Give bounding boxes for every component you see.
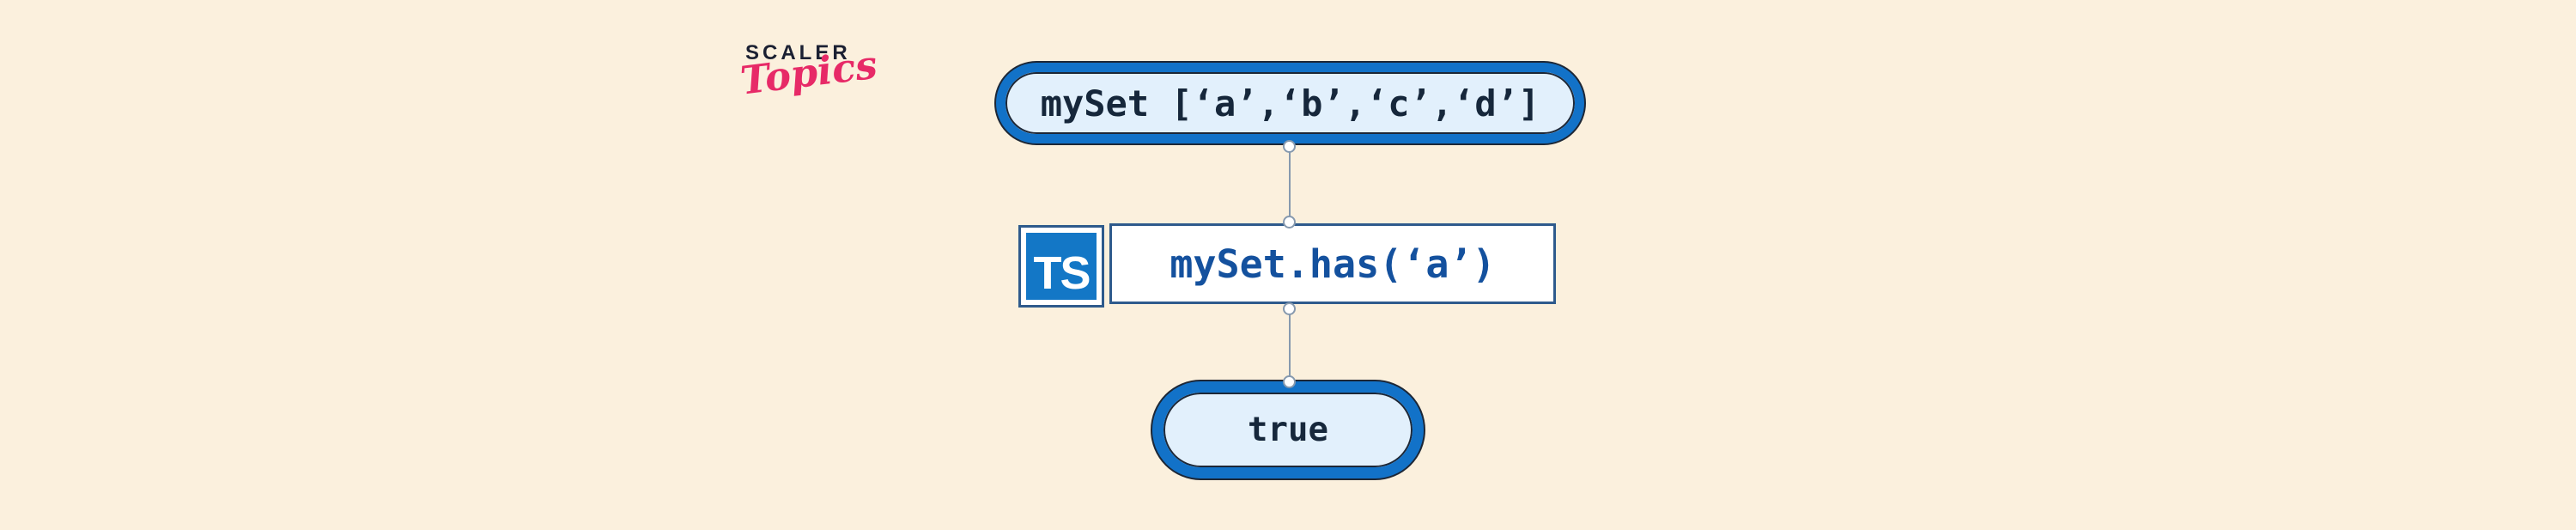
result-node: true (1152, 381, 1424, 478)
set-node: mySet [‘a’,‘b’,‘c’,‘d’] (996, 63, 1584, 143)
connector-line-bottom (1289, 304, 1291, 385)
result-node-label: true (1248, 411, 1328, 449)
scaler-brand-text: SCALER (745, 41, 851, 64)
expression-node: mySet.has(‘a’) (1109, 223, 1556, 304)
set-node-label: mySet [‘a’,‘b’,‘c’,‘d’] (1040, 82, 1540, 125)
connector-dot (1283, 302, 1296, 315)
connector-dot (1283, 216, 1296, 228)
typescript-logo-icon: TS (1018, 225, 1104, 308)
typescript-logo-letters: TS (1033, 247, 1091, 299)
scaler-topics-logo: SCALER Topics (738, 41, 883, 104)
connector-dot (1283, 375, 1296, 388)
expression-node-label: mySet.has(‘a’) (1170, 241, 1496, 287)
typescript-logo-square: TS (1026, 233, 1097, 300)
connector-line-top (1289, 143, 1291, 225)
connector-dot (1283, 140, 1296, 153)
